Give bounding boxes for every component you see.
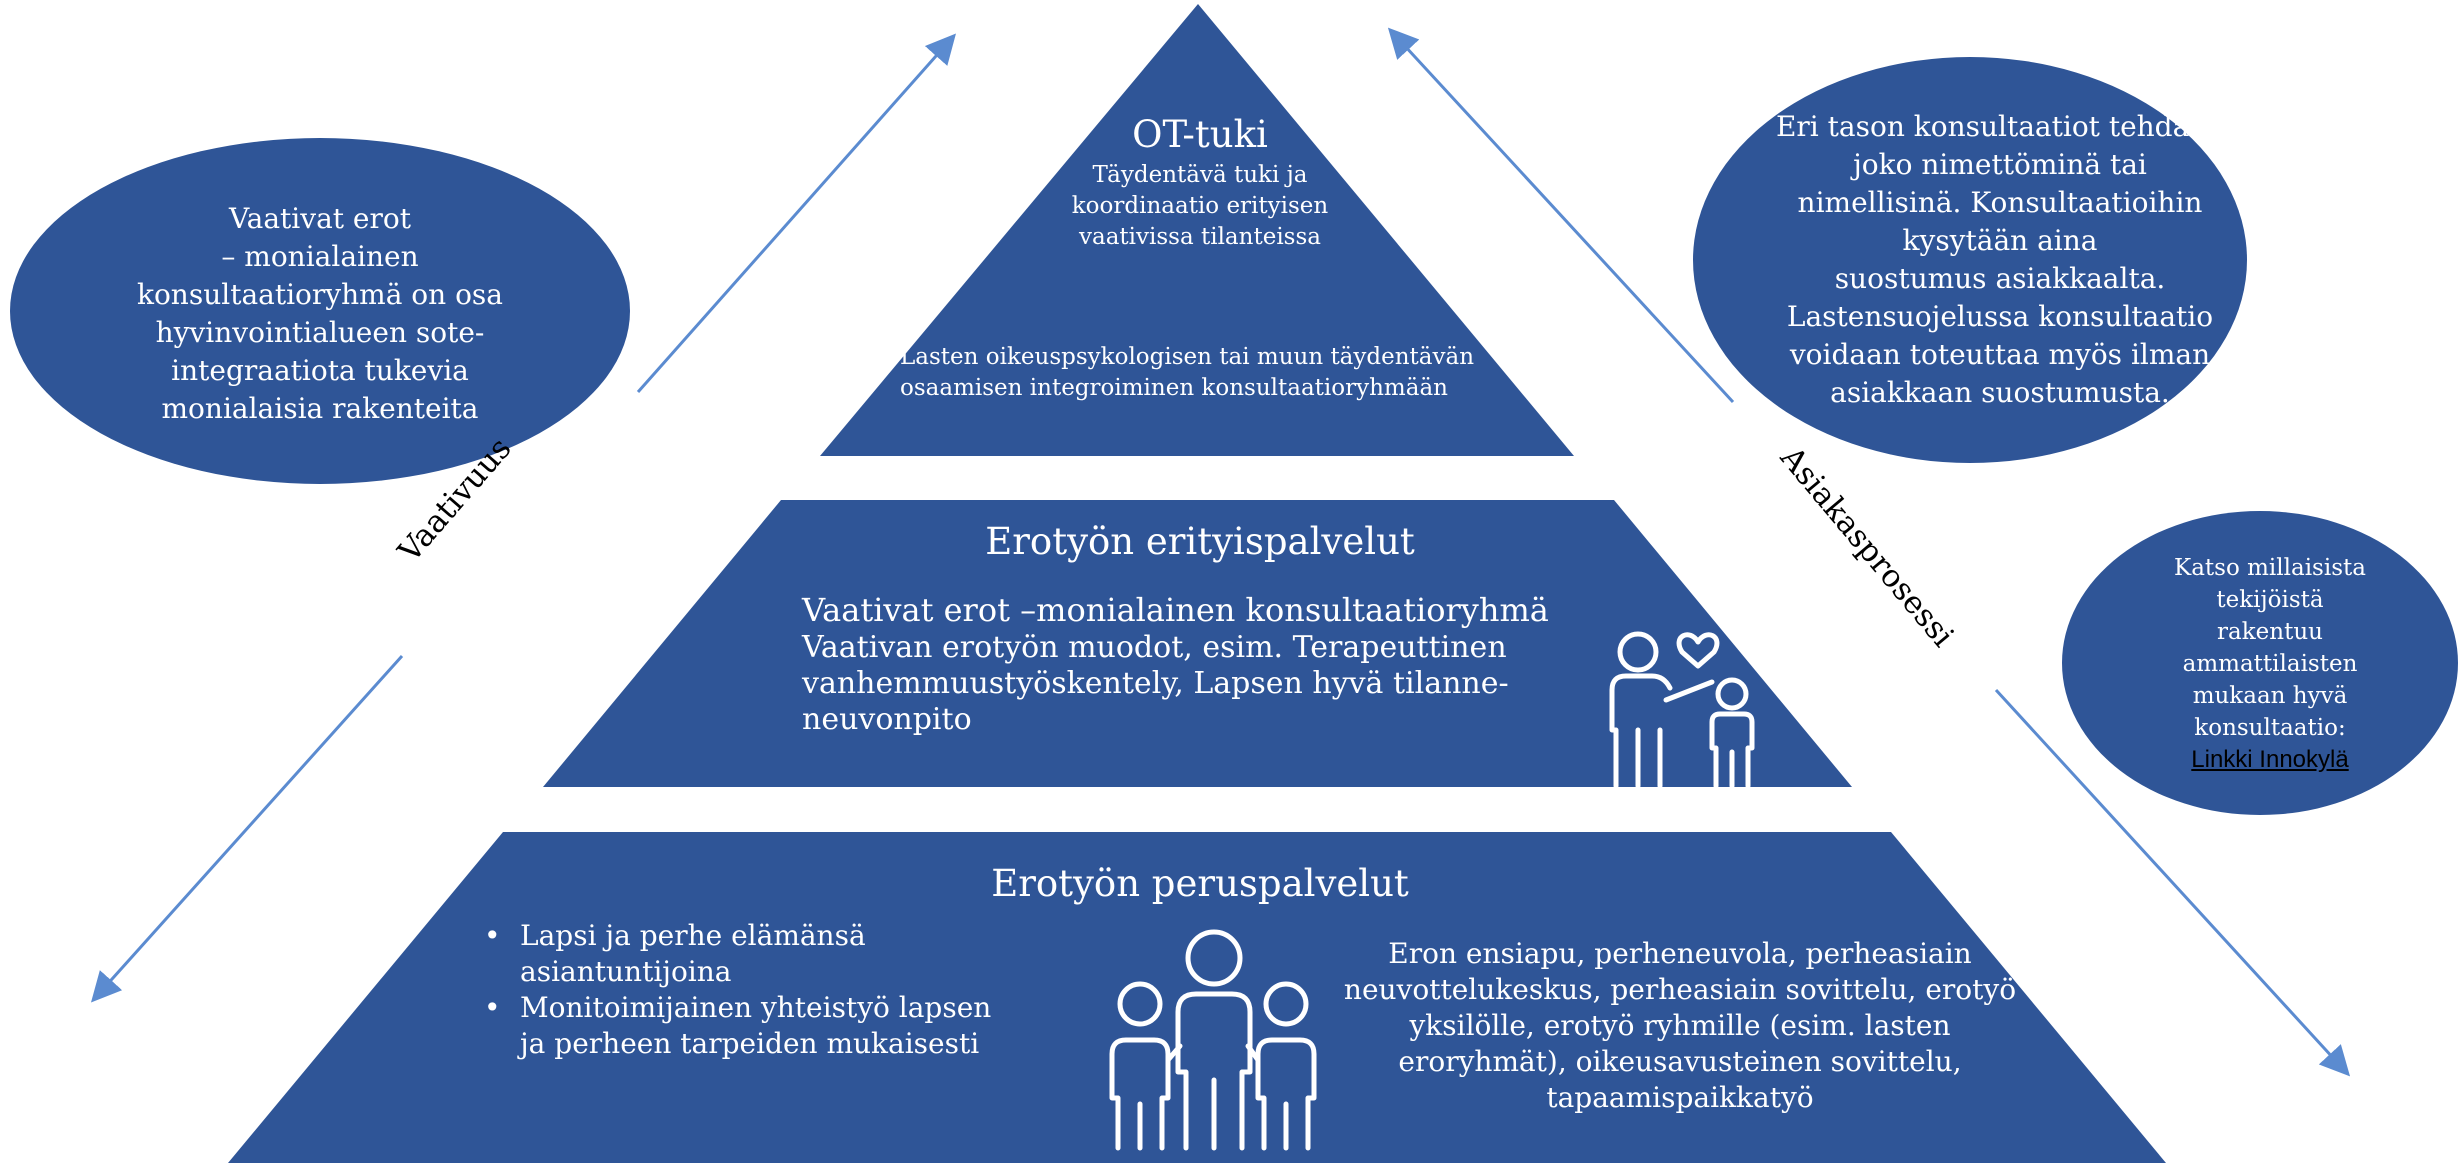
innokyla-link[interactable]: Linkki Innokylä (2191, 746, 2349, 773)
bottom-tier-title: Erotyön peruspalvelut (991, 862, 1409, 905)
text-line: eroryhmät), oikeusavusteinen sovittelu, (1398, 1045, 1962, 1078)
text-line: Vaativat erot (229, 202, 411, 235)
text-line: Monitoimijainen yhteistyö lapsen (520, 991, 992, 1024)
text-line: tekijöistä (2216, 587, 2324, 613)
ellipse-right-text: Eri tason konsultaatiot tehdään joko nim… (1760, 108, 2240, 412)
text-line: Vaativan erotyön muodot, esim. Terapeutt… (802, 630, 1507, 665)
ellipse-left-text: Vaativat erot – monialainen konsultaatio… (90, 200, 550, 428)
text-line: rakentuu (2217, 619, 2323, 645)
ellipse-right (1693, 57, 2247, 463)
text-line: yksilölle, erotyö ryhmille (esim. lasten (1409, 1009, 1951, 1042)
family-icon (1109, 929, 1317, 1151)
text-line: hyvinvointialueen sote- (155, 316, 485, 349)
text-line: nimellisinä. Konsultaatioihin (1797, 186, 2203, 219)
text-line: Lasten oikeuspsykologisen tai muun täyde… (900, 344, 1475, 370)
pyramid-bottom-tier (228, 832, 2166, 1163)
text-line: ammattilaisten (2182, 651, 2358, 677)
arrow-down-left (90, 654, 404, 1003)
text-line: osaamisen integroiminen konsultaatioryhm… (900, 375, 1448, 401)
text-line: konsultaatio: (2194, 715, 2346, 741)
arrow-up-right (1387, 27, 1735, 404)
text-line: asiantuntijoina (520, 955, 732, 988)
text-line: vanhemmuustyöskentely, Lapsen hyvä tilan… (802, 666, 1509, 701)
middle-tier-title: Erotyön erityispalvelut (985, 520, 1415, 563)
text-line: – monialainen (221, 240, 419, 273)
top-tier-title: OT-tuki (1132, 113, 1268, 156)
list-item: Monitoimijainen yhteistyö lapsen ja perh… (480, 990, 1020, 1062)
ellipse-left (10, 138, 630, 484)
middle-tier-heading: Vaativat erot –monialainen konsultaatior… (802, 591, 1549, 629)
text-line: Lapsi ja perhe elämänsä (520, 919, 866, 952)
text-line: Täydentävä tuki ja (1092, 162, 1308, 188)
text-line: joko nimettöminä tai (1853, 148, 2147, 181)
bottom-tier-bullet-list: Lapsi ja perhe elämänsä asiantuntijoina … (480, 918, 1020, 1062)
pyramid-top-tier (820, 4, 1574, 456)
arrow-up-left (636, 33, 956, 393)
text-line: Lastensuojelussa konsultaatio (1786, 300, 2214, 333)
text-line: ja perheen tarpeiden mukaisesti (520, 1027, 980, 1060)
bottom-tier-services-text: Eron ensiapu, perheneuvola, perheasiain … (1330, 936, 2030, 1116)
top-tier-description: Täydentävä tuki ja koordinaatio erityise… (1050, 160, 1350, 253)
text-line: monialaisia rakenteita (161, 392, 479, 425)
text-line: suostumus asiakkaalta. (1834, 262, 2166, 295)
text-line: mukaan hyvä (2192, 683, 2348, 709)
middle-tier-body: Vaativat erot –monialainen konsultaatior… (802, 590, 1602, 738)
text-line: vaativissa tilanteissa (1078, 224, 1321, 250)
text-line: koordinaatio erityisen (1071, 193, 1329, 219)
text-line: Eron ensiapu, perheneuvola, perheasiain (1388, 937, 1972, 970)
top-tier-integration-text: Lasten oikeuspsykologisen tai muun täyde… (900, 342, 1500, 404)
text-line: tapaamispaikkatyö (1546, 1081, 1814, 1114)
text-line: Katso millaisista (2174, 555, 2366, 581)
text-line: neuvonpito (802, 702, 972, 737)
text-line: voidaan toteuttaa myös ilman (1789, 338, 2211, 371)
ellipse-small-text: Katso millaisista tekijöistä rakentuu am… (2080, 552, 2459, 776)
adult-child-heart-icon (1609, 631, 1755, 789)
ellipse-small (2062, 511, 2458, 815)
arrow-down-right (1994, 688, 2351, 1077)
text-line: Eri tason konsultaatiot tehdään (1775, 110, 2225, 143)
text-line: integraatiota tukevia (171, 354, 469, 387)
text-line: kysytään aina (1902, 224, 2098, 257)
text-line: neuvottelukeskus, perheasiain sovittelu,… (1343, 973, 2017, 1006)
text-line: asiakkaan suostumusta. (1830, 376, 2170, 409)
text-line: konsultaatioryhmä on osa (136, 278, 503, 311)
list-item: Lapsi ja perhe elämänsä asiantuntijoina (480, 918, 1020, 990)
pyramid-middle-tier (543, 500, 1852, 787)
